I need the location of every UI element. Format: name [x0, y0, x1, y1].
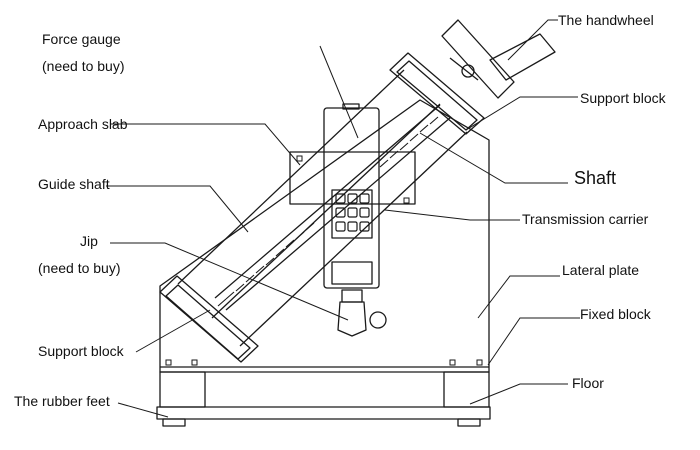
label-support-block-right: Support block	[580, 90, 666, 106]
label-force-gauge: Force gauge	[42, 31, 121, 47]
shaft-edge-upper	[214, 104, 441, 299]
jip-body	[337, 301, 367, 337]
fixed-block-left	[159, 371, 206, 408]
handwheel-handle	[489, 33, 556, 81]
leader-lines	[106, 19, 580, 418]
guide-shaft-rail-upper-2	[211, 103, 441, 319]
leader-guide-shaft	[106, 185, 249, 233]
shaft-threads	[217, 116, 439, 307]
lateral-plate-shape	[159, 99, 490, 373]
label-handwheel: The handwheel	[558, 12, 654, 28]
fixed-block-right	[443, 371, 490, 408]
leader-shaft	[419, 132, 568, 184]
handwheel-knob	[461, 64, 475, 78]
support-block-upper	[389, 52, 485, 135]
jip-clamp-top	[341, 289, 363, 303]
leader-handwheel	[507, 19, 558, 61]
guide-shaft-rail-upper	[177, 69, 405, 285]
leader-rubber-feet	[117, 402, 169, 418]
leader-approach-slab	[110, 123, 301, 166]
rubber-foot-right	[457, 418, 481, 427]
force-gauge-display	[331, 261, 373, 285]
label-support-block-left: Support block	[38, 343, 124, 359]
leader-lateral-plate	[477, 275, 560, 319]
screw-dots	[165, 155, 483, 366]
leader-force-gauge	[319, 45, 359, 139]
label-lateral-plate: Lateral plate	[562, 262, 640, 278]
shaft-edge-lower	[225, 116, 452, 311]
force-gauge-keypad-frame	[331, 189, 373, 239]
handwheel-disc	[441, 19, 515, 99]
label-guide-shaft: Guide shaft	[38, 176, 110, 192]
label-approach-slab: Approach slab	[38, 116, 128, 132]
label-force-gauge-note: (need to buy)	[42, 58, 125, 74]
support-block-upper-inner	[396, 60, 478, 131]
floor-plate-shape	[156, 406, 491, 420]
force-gauge-keypad	[335, 193, 370, 232]
label-jip: Jip	[80, 233, 98, 249]
guide-shaft-rail-lower	[239, 131, 468, 347]
leader-floor	[469, 383, 568, 405]
label-rubber-feet: The rubber feet	[14, 393, 110, 409]
handwheel-hub	[449, 57, 479, 81]
label-floor: Floor	[572, 375, 604, 391]
support-block-lower-inner	[165, 284, 251, 360]
label-shaft: Shaft	[574, 168, 617, 188]
label-jip-note: (need to buy)	[38, 260, 121, 276]
leader-support-block-right	[465, 96, 578, 131]
force-gauge-body	[323, 107, 380, 289]
rubber-foot-left	[162, 418, 186, 427]
label-transmission-carrier: Transmission carrier	[522, 211, 649, 227]
jip-knob	[369, 311, 387, 329]
leader-jip	[110, 242, 349, 321]
label-fixed-block: Fixed block	[580, 306, 651, 322]
leader-transmission-carrier	[384, 209, 520, 221]
force-gauge-top	[342, 103, 360, 110]
leader-support-block-left	[135, 309, 211, 353]
approach-slab-shape	[289, 151, 416, 205]
leader-fixed-block	[487, 317, 580, 366]
